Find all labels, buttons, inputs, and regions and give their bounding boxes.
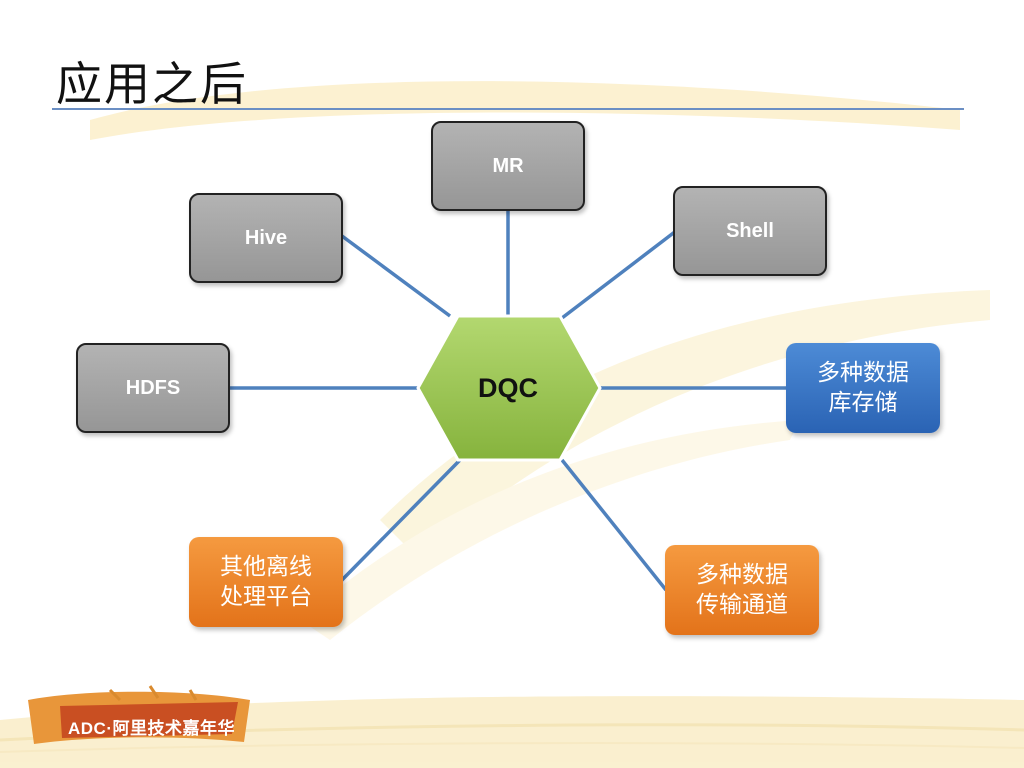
node-data-transfer-line1: 多种数据	[696, 562, 788, 588]
node-shell: Shell	[673, 186, 827, 276]
node-hdfs: HDFS	[76, 343, 230, 433]
title-divider	[52, 108, 964, 110]
dqc-hub-label: DQC	[478, 372, 538, 403]
yellow-brush-stroke	[90, 81, 960, 140]
connector-data-transfer	[560, 458, 668, 592]
event-logo-text: ADC·阿里技术嘉年华	[68, 719, 235, 738]
connector-offline-platform	[338, 458, 462, 584]
node-data-transfer: 多种数据 传输通道	[665, 545, 819, 635]
connector-shell	[560, 229, 678, 320]
node-hive-label: Hive	[244, 226, 288, 249]
node-db-storage: 多种数据 库存储	[786, 343, 940, 433]
node-mr: MR	[431, 121, 585, 211]
slide-title: 应用之后	[56, 57, 248, 111]
dqc-hub-hexagon	[416, 314, 602, 462]
node-hdfs-label: HDFS	[125, 376, 181, 399]
node-offline-platform-line1: 其他离线	[220, 554, 312, 580]
footer-brush-band	[0, 696, 1024, 768]
node-offline-platform-line2: 处理平台	[220, 584, 312, 610]
node-hive: Hive	[189, 193, 343, 283]
node-shell-label: Shell	[726, 219, 774, 242]
node-offline-platform: 其他离线 处理平台	[189, 537, 343, 627]
node-data-transfer-line2: 传输通道	[696, 592, 788, 618]
node-mr-label: MR	[492, 154, 524, 177]
node-db-storage-line2: 库存储	[828, 390, 898, 416]
yellow-brush-stroke	[300, 420, 800, 640]
connector-hive	[340, 234, 452, 318]
node-db-storage-line1: 多种数据	[817, 360, 909, 386]
logo-emblem	[28, 685, 250, 744]
